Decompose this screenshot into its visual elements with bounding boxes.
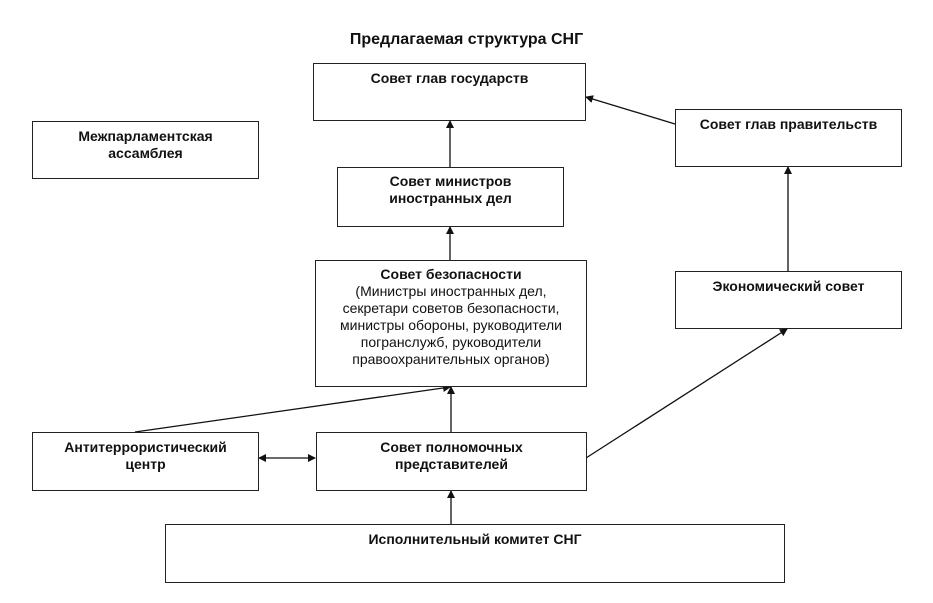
node-detail-line: секретари советов безопасности, <box>342 300 560 316</box>
node-detail-line: (Министры иностранных дел, <box>355 283 547 299</box>
node-label: Исполнительный комитет СНГ <box>368 531 582 547</box>
node-foreign-ministers: Совет министров иностранных дел <box>337 167 564 227</box>
node-detail-line: погранслужб, руководители <box>360 334 542 350</box>
edge-antiterror-to-security-council <box>134 384 451 433</box>
node-economic-council: Экономический совет <box>675 271 902 329</box>
node-interparliamentary-assembly: Межпарламентская ассамблея <box>32 121 259 179</box>
node-detail-line: министры обороны, руководители <box>340 317 562 333</box>
node-label: Совет глав правительств <box>699 116 878 132</box>
node-label-line2: представителей <box>395 456 508 472</box>
node-label: Совет безопасности <box>380 266 522 282</box>
node-label-line1: Совет полномочных <box>380 439 523 455</box>
node-plenipotentiaries: Совет полномочных представителей <box>316 432 587 491</box>
node-label-line1: Антитеррористический <box>64 439 227 455</box>
node-heads-of-government: Совет глав правительств <box>675 109 902 167</box>
node-label: Совет глав государств <box>370 70 529 86</box>
node-detail-line: правоохранительных органов) <box>352 351 550 367</box>
node-label: Экономический совет <box>712 278 865 294</box>
edge-heads-of-government-to-heads-of-state <box>585 95 676 125</box>
node-heads-of-state: Совет глав государств <box>313 63 586 121</box>
node-label-line1: Совет министров <box>389 173 512 189</box>
node-label-line2: центр <box>125 456 166 472</box>
node-antiterror-center: Антитеррористический центр <box>32 432 259 491</box>
node-executive-committee: Исполнительный комитет СНГ <box>165 524 785 583</box>
node-label-line1: Межпарламентская <box>78 128 213 144</box>
diagram-title: Предлагаемая структура СНГ <box>349 31 584 48</box>
node-security-council: Совет безопасности (Министры иностранных… <box>315 260 587 387</box>
node-label-line2: иностранных дел <box>389 190 512 206</box>
node-label-line2: ассамблея <box>108 145 183 161</box>
edge-plenipotentiaries-to-economic-council <box>585 328 788 459</box>
